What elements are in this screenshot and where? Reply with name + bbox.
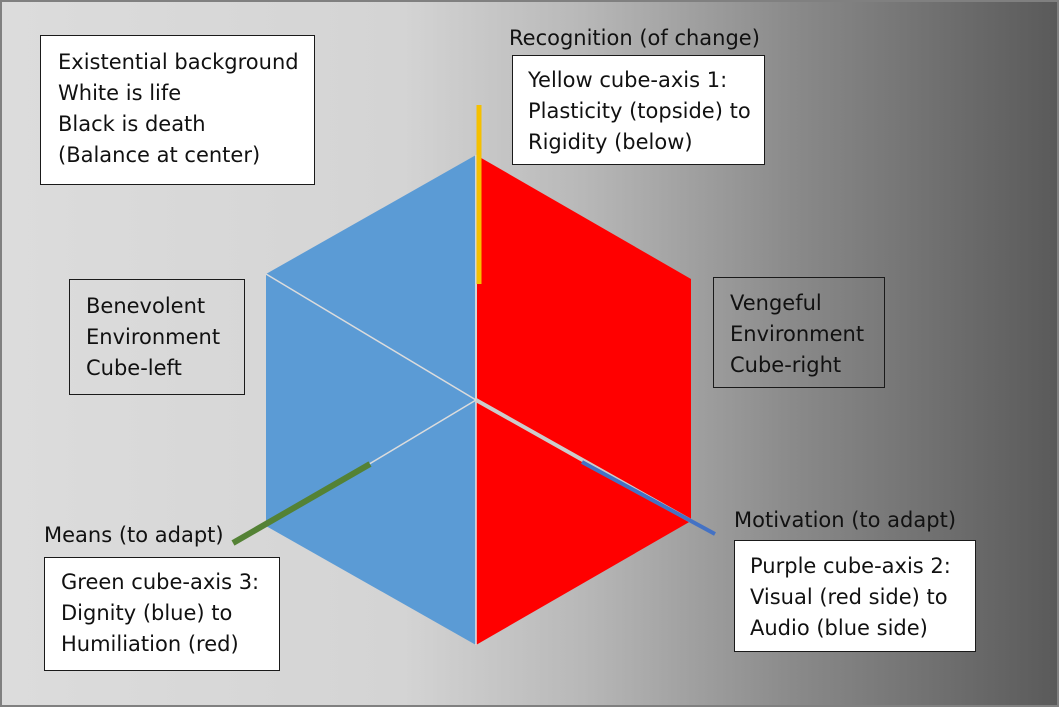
cube-right-face: [476, 155, 691, 645]
text-line: Cube-right: [730, 353, 842, 377]
text-line: Yellow cube-axis 1:: [528, 68, 728, 92]
text-line: Black is death: [58, 112, 206, 136]
axis3-caption: Means (to adapt): [44, 523, 224, 547]
axis2-caption: Motivation (to adapt): [734, 508, 957, 532]
axis2-box: Purple cube-axis 2: Visual (red side) to…: [734, 540, 976, 652]
text-line: Green cube-axis 3:: [61, 570, 260, 594]
axis3-box: Green cube-axis 3: Dignity (blue) to Hum…: [44, 557, 280, 671]
text-line: Humiliation (red): [61, 632, 239, 656]
text-line: Audio (blue side): [750, 616, 928, 640]
cube-left-face: [266, 155, 476, 645]
text-line: Visual (red side) to: [750, 585, 948, 609]
text-line: White is life: [58, 81, 182, 105]
benevolent-environment-box: Benevolent Environment Cube-left: [69, 279, 245, 395]
axis3-green-line: [231, 461, 372, 546]
axis1-caption: Recognition (of change): [509, 26, 760, 50]
text-line: Dignity (blue) to: [61, 601, 233, 625]
text-line: Vengeful: [730, 291, 822, 315]
text-line: Benevolent: [86, 294, 206, 318]
text-line: Cube-left: [86, 356, 182, 380]
text-line: (Balance at center): [58, 143, 261, 167]
text-line: Environment: [730, 322, 865, 346]
axis1-box: Yellow cube-axis 1: Plasticity (topside)…: [512, 55, 765, 165]
axis2-purple-line: [581, 460, 716, 536]
existential-background-box: Existential background White is life Bla…: [40, 35, 315, 185]
inner-edge-upper-left: [265, 273, 477, 401]
text-line: Purple cube-axis 2:: [750, 554, 951, 578]
text-line: Rigidity (below): [528, 130, 693, 154]
text-line: Plasticity (topside) to: [528, 99, 751, 123]
vengeful-environment-box: Vengeful Environment Cube-right: [713, 277, 885, 388]
text-line: Environment: [86, 325, 221, 349]
text-line: Existential background: [58, 50, 299, 74]
